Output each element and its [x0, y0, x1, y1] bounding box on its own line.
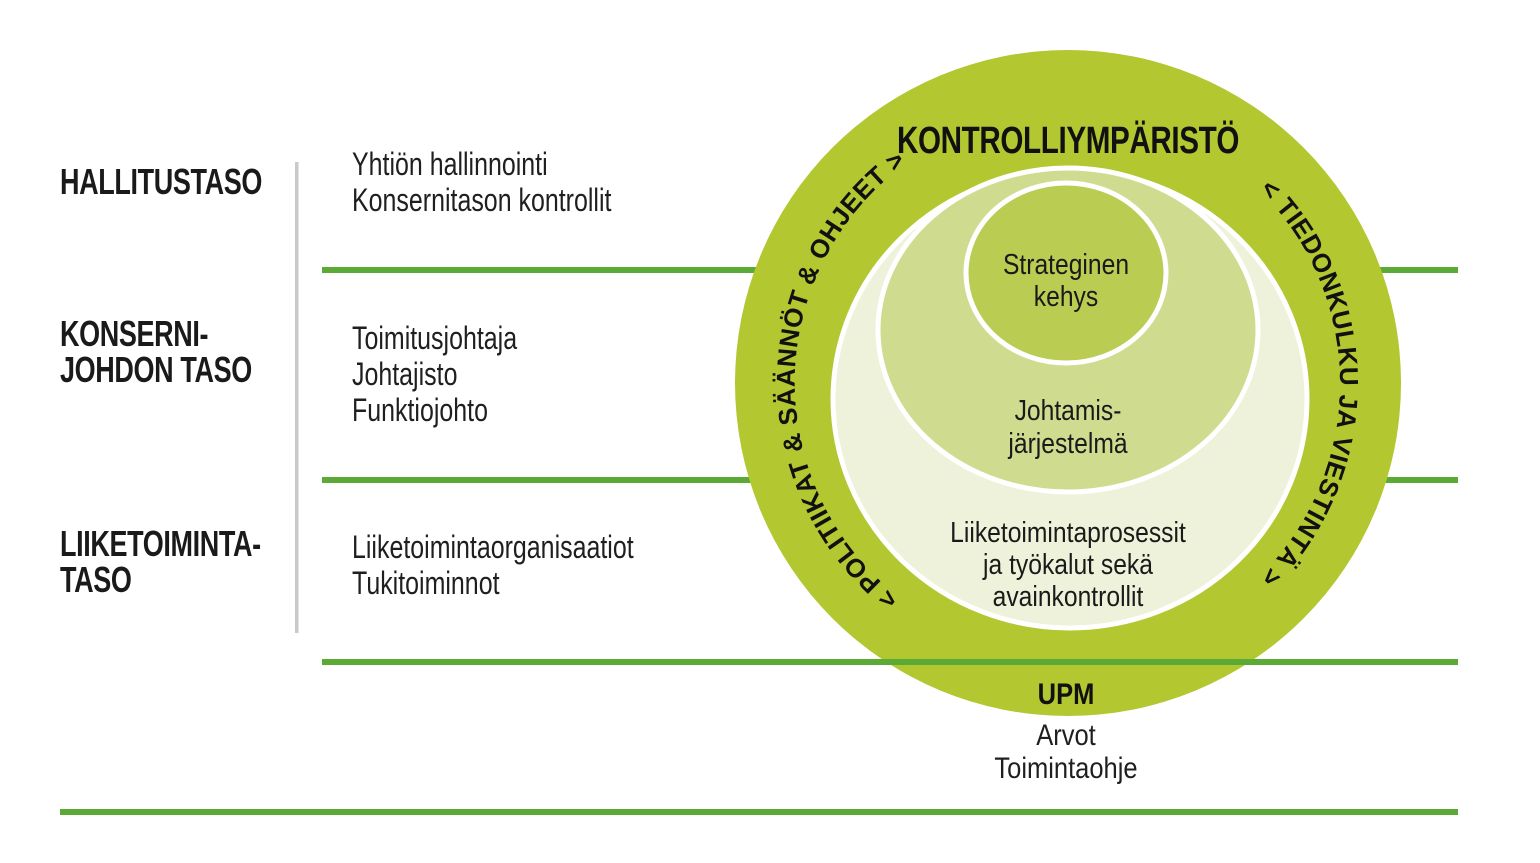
board-level-details: Yhtiön hallinnointi Konsernitason kontro… [352, 146, 611, 218]
control-environment-title: KONTROLLIYMPÄRISTÖ [896, 120, 1240, 162]
detail-line: Toimitusjohtaja [352, 320, 518, 356]
business-processes-line: avainkontrollit [992, 581, 1144, 613]
upm-values-line: Toimintaohje [994, 752, 1138, 785]
business-level-label-line: LIIKETOIMINTA- [60, 523, 261, 564]
strategic-framework-text: Strateginen kehys [939, 249, 1194, 313]
baseline-bottom-line [60, 809, 1458, 815]
business-processes-text: Liiketoimintaprosessit ja työkalut sekä … [883, 517, 1254, 613]
board-level-label-line: HALLITUSTASO [60, 161, 262, 202]
business-processes-line: ja työkalut sekä [983, 549, 1153, 581]
detail-line: Yhtiön hallinnointi [352, 146, 548, 182]
group-management-label-line: KONSERNI- [60, 313, 209, 354]
board-level-label: HALLITUSTASO [60, 164, 262, 200]
group-management-level-details: Toimitusjohtaja Johtajisto Funktiojohto [352, 320, 517, 428]
upm-base-label: UPM [1037, 678, 1095, 711]
detail-line: Funktiojohto [352, 392, 488, 428]
business-level-details: Liiketoimintaorganisaatiot Tukitoiminnot [352, 529, 634, 601]
detail-line: Konsernitason kontrollit [352, 182, 612, 218]
group-management-label-line: JOHDON TASO [60, 349, 252, 390]
strategic-framework-line: kehys [1033, 281, 1099, 313]
business-processes-line: Liiketoimintaprosessit [950, 517, 1186, 549]
business-level-label-line: TASO [60, 559, 132, 600]
upm-values-line: Arvot [1036, 719, 1096, 752]
management-system-line: järjestelmä [1008, 428, 1128, 460]
group-management-level-label: KONSERNI- JOHDON TASO [60, 316, 252, 388]
detail-line: Liiketoimintaorganisaatiot [352, 529, 634, 565]
business-level-label: LIIKETOIMINTA- TASO [60, 526, 261, 598]
separator-line-business-level [322, 659, 1458, 665]
detail-line: Johtajisto [352, 356, 458, 392]
strategic-framework-line: Strateginen [1002, 249, 1130, 281]
management-system-line: Johtamis- [1014, 395, 1122, 427]
column-divider-line [295, 162, 299, 633]
management-system-text: Johtamis- järjestelmä [941, 395, 1196, 461]
strategic-framework-circle [963, 180, 1169, 366]
detail-line: Tukitoiminnot [352, 565, 500, 601]
upm-values-text: Arvot Toimintaohje [939, 719, 1194, 785]
